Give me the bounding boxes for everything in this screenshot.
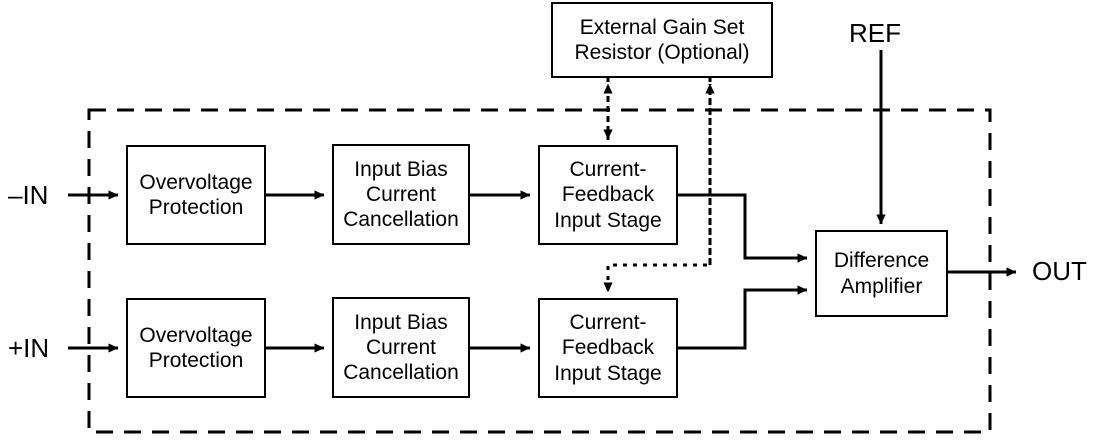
block-overvoltage-protection-bottom[interactable]: Overvoltage Protection	[126, 298, 266, 398]
block-input-bias-current-cancellation-bottom[interactable]: Input Bias Current Cancellation	[332, 297, 470, 398]
wire-cfis-bottom-to-diffamp	[678, 285, 808, 350]
block-line: Protection	[148, 196, 244, 219]
block-line: Input Stage	[554, 208, 662, 232]
block-external-gain-set-resistor[interactable]: External Gain Set Resistor (Optional)	[551, 2, 773, 78]
block-line: Feedback	[561, 183, 655, 207]
port-label-plus-in: +IN	[8, 333, 50, 363]
port-label-minus-in: –IN	[8, 180, 49, 210]
block-line: Cancellation	[343, 361, 459, 385]
block-line: Feedback	[561, 336, 655, 360]
block-line: Resistor (Optional)	[574, 41, 750, 64]
block-current-feedback-input-stage-bottom[interactable]: Current- Feedback Input Stage	[538, 298, 678, 398]
port-label-ref: REF	[849, 18, 901, 48]
block-line: External Gain Set	[579, 15, 745, 39]
block-input-bias-current-cancellation-top[interactable]: Input Bias Current Cancellation	[332, 144, 470, 245]
block-line: Input Bias	[354, 157, 448, 181]
block-line: Difference	[833, 249, 930, 273]
block-line: Current	[365, 335, 437, 359]
block-line: Current	[365, 182, 437, 206]
device-boundary	[87, 108, 992, 434]
block-line: Input Bias	[354, 310, 448, 334]
block-line: Input Stage	[554, 361, 662, 385]
block-line: Overvoltage	[139, 323, 253, 347]
dotted-gain-link-bottom-down	[603, 78, 712, 293]
block-line: Cancellation	[343, 208, 459, 232]
block-current-feedback-input-stage-top[interactable]: Current- Feedback Input Stage	[538, 145, 678, 245]
port-label-out: OUT	[1032, 256, 1087, 286]
block-line: Current-	[569, 158, 647, 182]
block-line: Overvoltage	[139, 170, 253, 194]
block-line: Amplifier	[840, 274, 923, 298]
block-difference-amplifier[interactable]: Difference Amplifier	[815, 230, 948, 317]
block-line: Protection	[148, 349, 244, 372]
wire-cfis-top-to-diffamp	[678, 193, 808, 263]
block-overvoltage-protection-top[interactable]: Overvoltage Protection	[126, 145, 266, 245]
block-line: Current-	[569, 311, 647, 335]
